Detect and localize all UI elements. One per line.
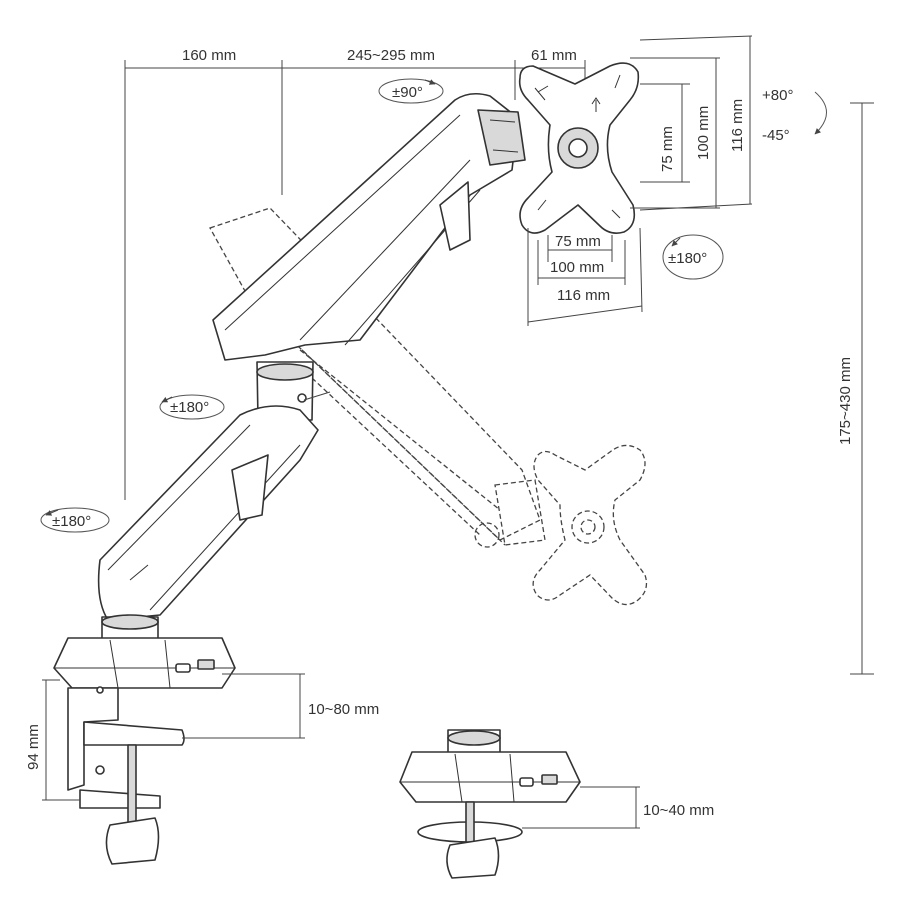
top-dimensions: 160 mm 245~295 mm 61 mm [124,47,586,500]
swivel-head-rotation: ±90° [378,78,444,104]
elbow-rotation: ±180° [159,394,225,420]
tilt-up-label: +80° [762,87,793,104]
dim-height: 175~430 mm [837,357,854,445]
plate-rotation: ±180° [662,234,724,280]
elbow-rotation-label: ±180° [170,399,209,416]
clamp-mount [53,614,236,865]
vesa-v-75: 75 mm [659,126,676,172]
vesa-plate [518,62,640,234]
dim-160: 160 mm [182,47,236,64]
base-rotation: ±180° [40,507,110,533]
dim-clamp-10-80: 10~80 mm [308,701,379,718]
vesa-horizontal-dims: 75 mm 100 mm 116 mm [527,227,643,326]
swivel-head-label: ±90° [392,84,423,101]
vesa-h-75: 75 mm [555,233,601,250]
clamp-dimensions: 94 mm 10~80 mm [25,673,379,801]
lower-arm [97,405,319,621]
tilt-down-label: -45° [762,127,790,144]
grommet-dimensions: 10~40 mm [522,786,714,829]
dim-61: 61 mm [531,47,577,64]
plate-rotation-label: ±180° [668,250,707,267]
vesa-h-100: 100 mm [550,259,604,276]
height-dimension: 175~430 mm [837,102,874,675]
dim-grommet-10-40: 10~40 mm [643,802,714,819]
vesa-h-116: 116 mm [557,287,610,304]
base-rotation-label: ±180° [52,513,91,530]
grommet-mount [399,729,581,879]
tilt-rotation: +80° -45° [762,87,827,144]
dim-clamp-94: 94 mm [25,724,42,770]
vesa-v-100: 100 mm [695,106,712,160]
upper-arm [212,92,526,361]
dim-245-295: 245~295 mm [347,47,435,64]
vesa-vertical-dims: 75 mm 100 mm 116 mm [630,35,753,211]
vesa-v-116: 116 mm [729,99,746,152]
